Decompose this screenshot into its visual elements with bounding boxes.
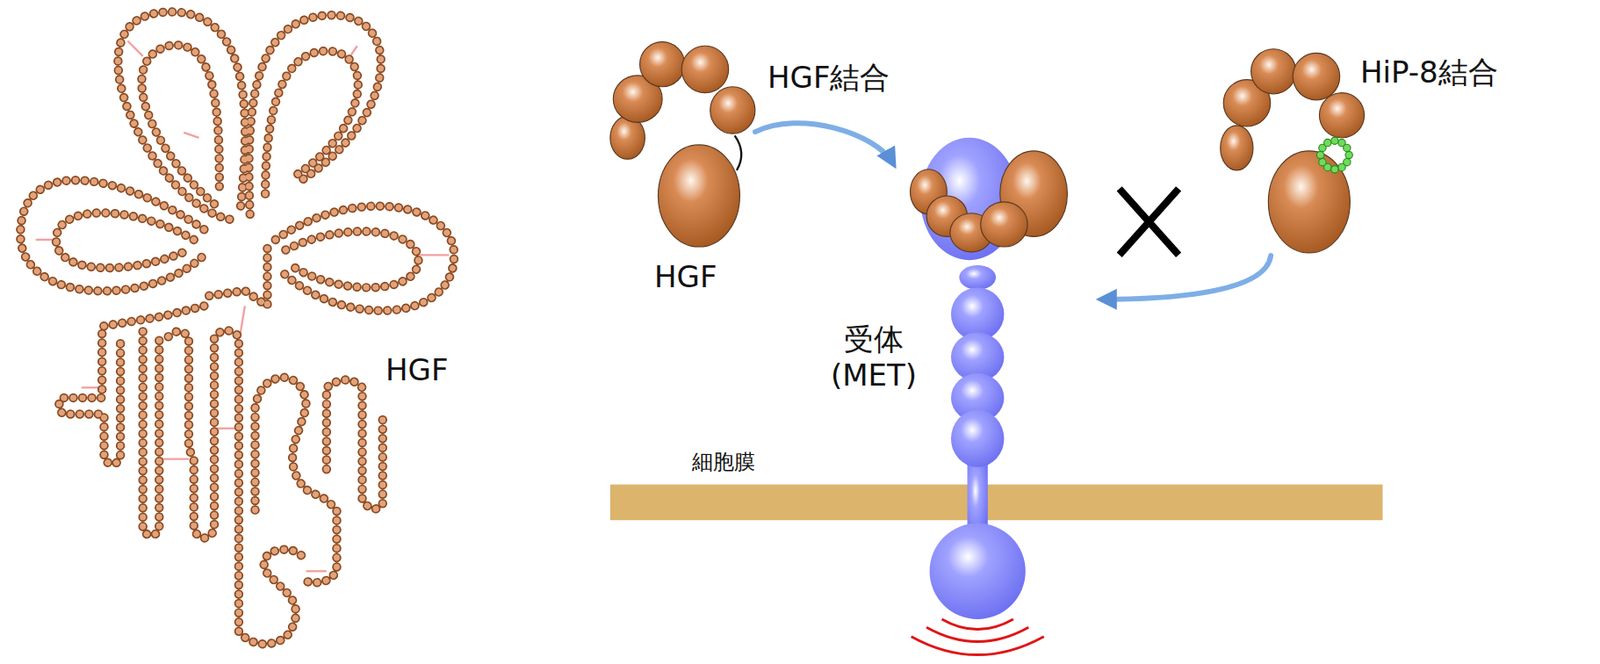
hgf-chain-outline — [20, 12, 455, 645]
hgf-ligand — [610, 42, 756, 247]
figure-node: 受体 (MET) — [824, 163, 1103, 480]
hip8-hgf-complex — [1220, 49, 1365, 253]
figure-node: HGF — [610, 40, 756, 304]
node-label: HGF — [654, 259, 717, 296]
linker-arc — [735, 135, 743, 170]
figure-label: HGF結合 — [767, 59, 890, 96]
figure-label: 細胞膜 — [691, 449, 756, 476]
figure-label: HGF — [385, 352, 448, 389]
cell-membrane — [610, 484, 1384, 521]
figure-node: HiP-8結合 — [1219, 45, 1526, 256]
signal-waves — [911, 619, 1045, 656]
hip8-peptide — [1316, 136, 1353, 173]
node-label: 受体 (MET) — [824, 321, 923, 394]
binding-arrow — [1102, 255, 1271, 300]
node-label: HiP-8結合 — [1360, 54, 1499, 91]
bound-hgf — [909, 151, 1067, 253]
hgf-chain — [20, 12, 455, 645]
binding-arrow — [755, 122, 894, 164]
block-cross — [1119, 188, 1179, 255]
